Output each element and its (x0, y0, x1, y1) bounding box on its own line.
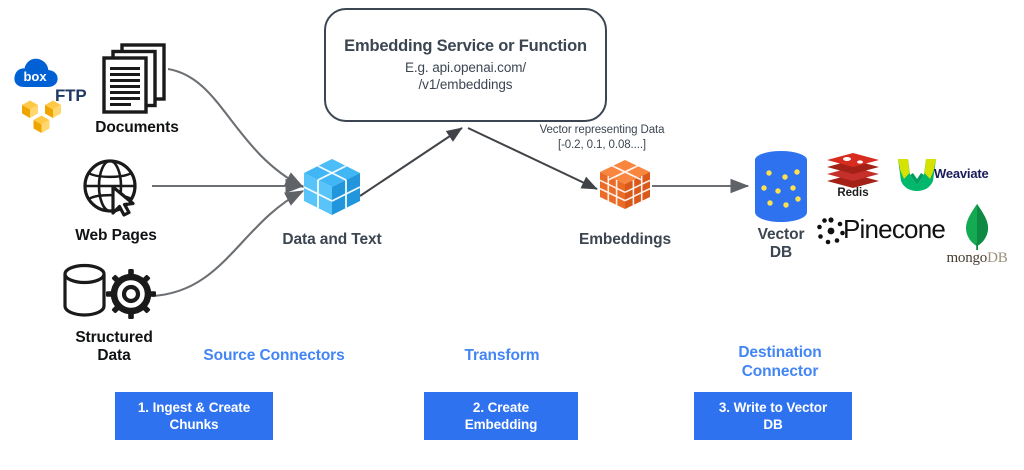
node-label-vector-db: Vector DB (731, 226, 831, 263)
step-1-line2: Chunks (169, 417, 219, 432)
vector-annotation-line1: Vector representing Data (539, 124, 665, 136)
vector-db-line1: Vector (757, 226, 805, 243)
redis-label: Redis (837, 187, 869, 199)
embedding-service-url-line1: E.g. api.openai.com/ (404, 60, 527, 76)
step-2-line2: Embedding (464, 417, 538, 432)
structured-data-line1: Structured (75, 329, 153, 346)
mongodb-label: mongoDB (929, 250, 1024, 267)
mongodb-label-prefix: mongo (946, 250, 988, 266)
step-box-write-vector-db[interactable]: 3. Write to Vector DB (694, 392, 852, 440)
node-label-embeddings: Embeddings (578, 231, 671, 248)
pinecone-icon (817, 217, 845, 245)
embedding-service-title: Embedding Service or Function (344, 37, 587, 56)
embedding-service-box: Embedding Service or Function E.g. api.o… (324, 8, 607, 122)
blue-cube-icon (303, 159, 361, 215)
step-3-line1: 3. Write to Vector (718, 399, 828, 415)
step-3-line2: DB (763, 417, 783, 432)
weaviate-icon (898, 159, 936, 191)
yellow-cubes-icon (22, 100, 61, 133)
node-label-data-and-text: Data and Text (282, 231, 382, 248)
structured-data-line2: Data (97, 347, 131, 365)
step-1-line1: 1. Ingest & Create (137, 399, 251, 415)
orange-cube-icon (599, 160, 651, 209)
globe-cursor-icon (83, 159, 137, 217)
pinecone-label: Pinecone (843, 214, 946, 244)
embedding-service-subtitle: E.g. api.openai.com/ /v1/embeddings (405, 60, 526, 94)
vector-db-line2: DB (769, 244, 793, 262)
weaviate-label: Weaviate (934, 166, 989, 181)
ftp-label: FTP (55, 86, 87, 105)
database-gear-icon (63, 263, 156, 319)
stage-label-transform: Transform (464, 347, 540, 364)
stage-label-destination-connector: Destination Connector (692, 343, 868, 382)
source-label-structured-data: Structured Data (34, 329, 194, 366)
destination-connector-line1: Destination (738, 344, 822, 361)
documents-stack-icon (102, 43, 166, 114)
source-label-web-pages: Web Pages (75, 227, 157, 244)
step-2-line1: 2. Create (472, 399, 530, 415)
svg-text:box: box (23, 69, 47, 84)
vector-db-cylinder-icon (755, 151, 807, 222)
step-box-create-embedding[interactable]: 2. Create Embedding (424, 392, 578, 440)
stage-label-source-connectors: Source Connectors (203, 347, 345, 364)
mongodb-leaf-icon (966, 204, 988, 250)
vector-annotation-line2: [-0.2, 0.1, 0.08....] (557, 138, 647, 151)
source-label-documents: Documents (95, 119, 179, 136)
box-cloud-icon: box (14, 58, 58, 87)
step-box-ingest[interactable]: 1. Ingest & Create Chunks (115, 392, 273, 440)
vector-annotation: Vector representing Data [-0.2, 0.1, 0.0… (512, 123, 692, 153)
arrow-data-to-service (359, 127, 463, 197)
destination-connector-line2: Connector (741, 363, 819, 381)
redis-icon (827, 153, 879, 188)
embedding-service-url-line2: /v1/embeddings (418, 77, 513, 93)
mongodb-label-suffix: DB (987, 250, 1008, 266)
